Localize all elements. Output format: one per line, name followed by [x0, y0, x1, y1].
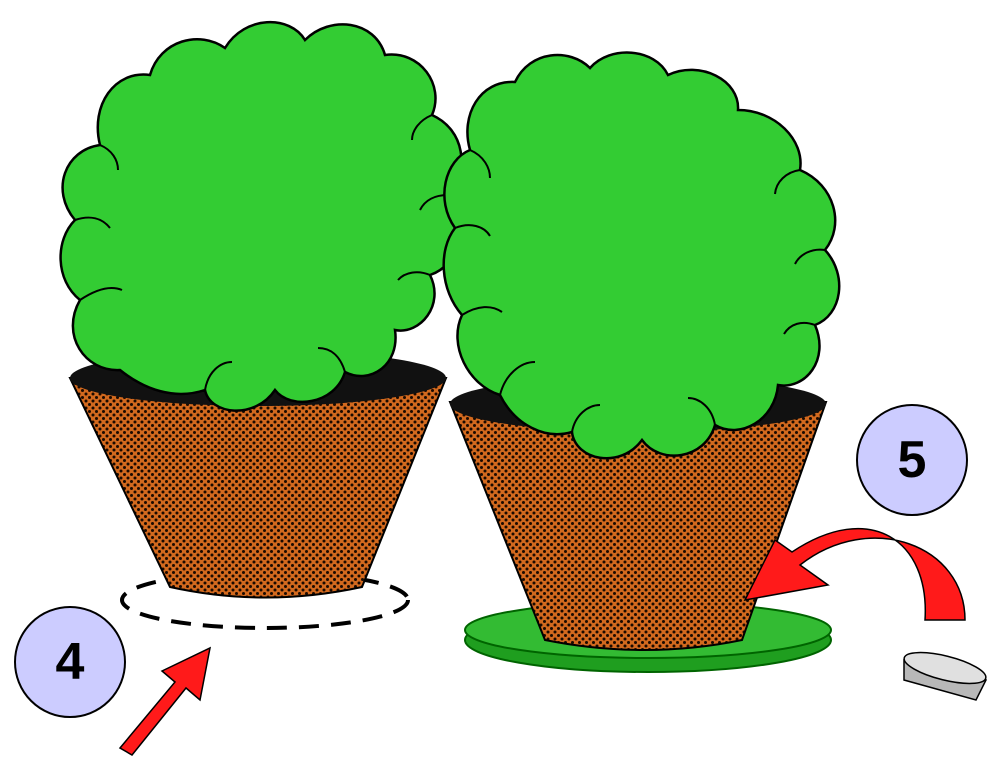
straight-arrow-icon [120, 648, 210, 755]
curved-arrow-icon [745, 529, 965, 620]
pot-left [70, 378, 446, 598]
foliage-left [61, 22, 462, 411]
step-4: 4 [15, 607, 210, 755]
step-5-label: 5 [898, 431, 927, 489]
plant-left [61, 22, 462, 628]
step-4-label: 4 [56, 633, 85, 691]
small-saucer-icon [901, 646, 988, 700]
